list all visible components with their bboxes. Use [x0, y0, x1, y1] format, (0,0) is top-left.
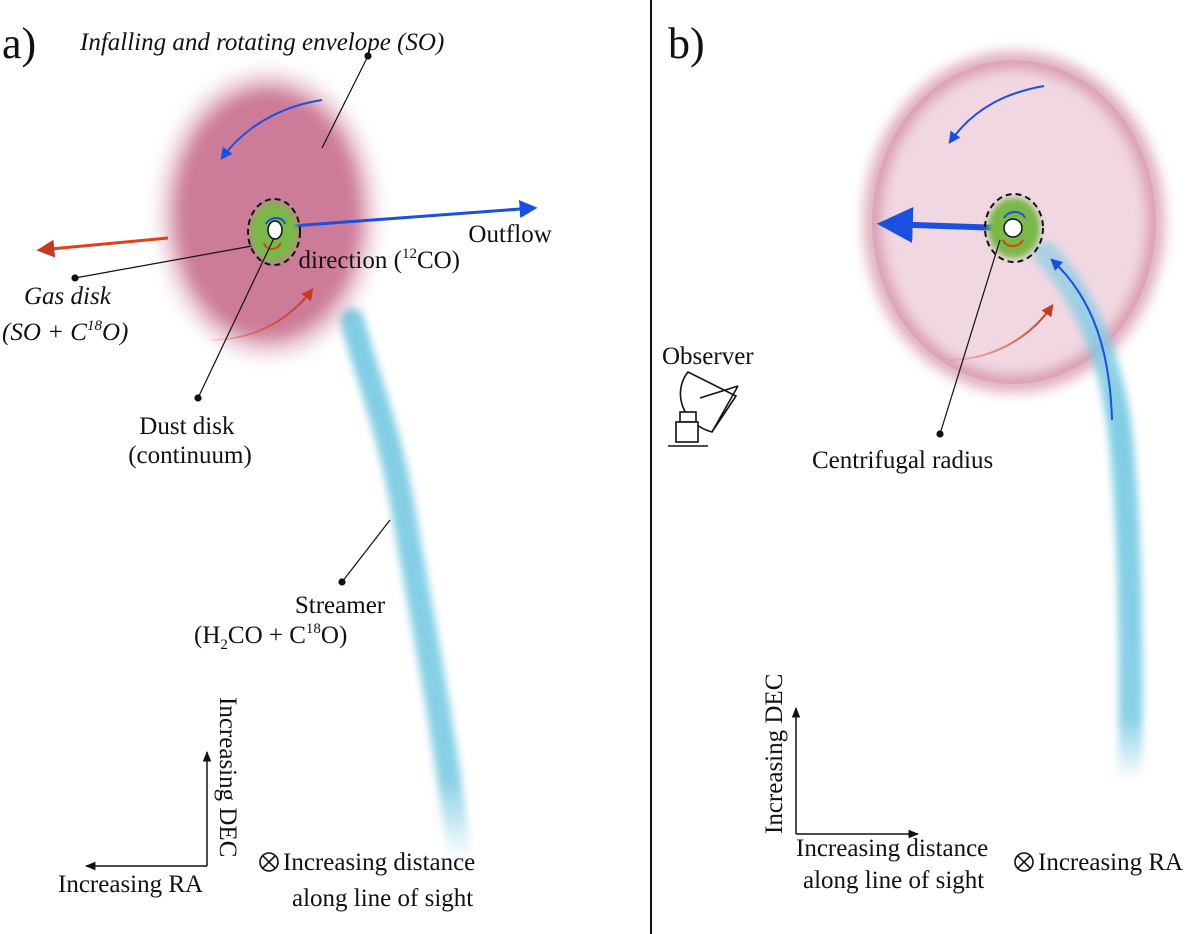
panel-a-letter: a): [2, 19, 36, 68]
outflow-red-arrow-a: [36, 236, 169, 258]
rotation-blue-arrow-a: [220, 99, 323, 160]
axes-b: [791, 706, 920, 839]
panel-b-letter: b): [668, 19, 705, 68]
rotation-blue-arrow-b: [948, 85, 1045, 144]
axes-a: [84, 750, 212, 871]
streamer-label: Streamer: [295, 592, 386, 619]
centrifugal-radius-label: Centrifugal radius: [812, 447, 993, 474]
radio-telescope-icon: [668, 370, 739, 447]
streamer-a: [340, 308, 472, 872]
leader-line-b: [936, 239, 1001, 438]
rotation-red-arrow-b: [947, 304, 1054, 361]
outflow-blue-arrow-b: [876, 206, 1003, 243]
circled-times-icon: [259, 852, 279, 872]
envelope-label: Infalling and rotating envelope (SO): [79, 29, 444, 56]
gas-disk-b: [984, 193, 1044, 263]
gas-disk-label: Gas disk (SO + C18O): [2, 283, 128, 346]
leader-lines-a: [71, 52, 391, 586]
ra-label-b: Increasing RA: [1038, 849, 1183, 876]
rotation-red-arrow-a: [209, 288, 314, 341]
gas-disk-a: [247, 198, 301, 266]
los-label-a: Increasing distance along line of sight: [283, 849, 482, 912]
outflow-label: Outflow direction (12CO): [299, 221, 559, 274]
streamer-flow-arrow-b: [1050, 258, 1113, 421]
axis-los-label-b: Increasing distance along line of sight: [796, 835, 995, 894]
dust-disk-label: Dust disk (continuum): [128, 413, 252, 469]
axis-dec-label-a: Increasing DEC: [214, 697, 241, 857]
streamer-species-label: (H2CO + C18O): [194, 621, 347, 653]
circled-times-icon-b: [1014, 852, 1034, 872]
axis-dec-label-b: Increasing DEC: [761, 674, 788, 834]
axis-ra-label-a: Increasing RA: [58, 871, 203, 898]
outflow-blue-arrow-a: [291, 200, 538, 228]
streamer-b: [1034, 242, 1143, 792]
observer-label: Observer: [662, 343, 754, 370]
